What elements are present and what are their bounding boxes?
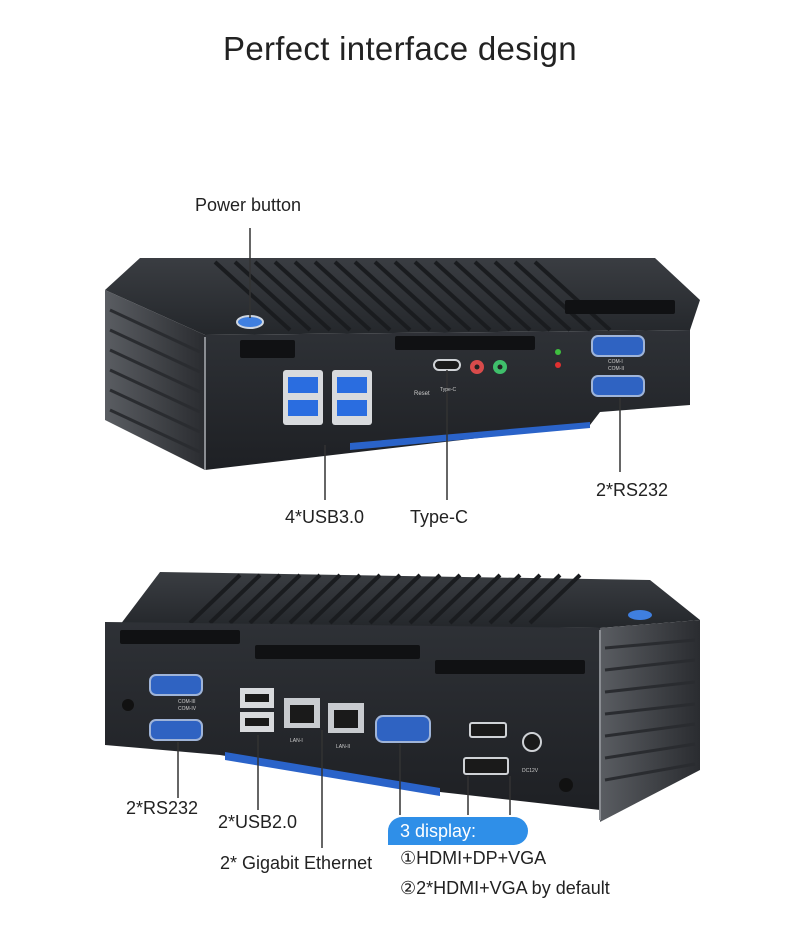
dc-label: DC12V (522, 768, 539, 774)
page-title: Perfect interface design (223, 30, 577, 67)
display-title-badge: 3 display: (388, 817, 528, 845)
front-heatsink-fins (213, 260, 612, 332)
rear-rs232-callout: 2*RS232 (126, 798, 199, 818)
type-c-callout: Type-C (410, 507, 469, 527)
front-com-ports (591, 335, 645, 397)
front-vents (240, 300, 675, 358)
lan-ports (284, 698, 364, 733)
usb2-ports (240, 688, 274, 732)
rear-power-button-icon (628, 610, 652, 620)
dp-port (463, 757, 509, 775)
lan1-label: LAN-I (290, 738, 303, 744)
hdd-led (555, 362, 561, 368)
usb2-callout: 2*USB2.0 (218, 812, 298, 832)
display-option-1: ①HDMI+DP+VGA (400, 848, 547, 868)
dc-jack (522, 732, 542, 752)
front-chassis-side (105, 290, 205, 470)
rear-chassis-top (120, 572, 700, 628)
usb3-ports (283, 370, 372, 425)
ethernet-callout: 2* Gigabit Ethernet (220, 853, 373, 873)
display-option-2: ②2*HDMI+VGA by default (400, 878, 610, 898)
hdmi-port (469, 722, 507, 738)
com4-label: COM-IV (178, 706, 197, 712)
front-rs232-callout: 2*RS232 (596, 480, 669, 500)
type-c-port-label: Type-C (440, 387, 457, 393)
front-callout-lines (249, 228, 621, 500)
rear-blue-trim (225, 752, 440, 796)
rear-chassis-side (600, 620, 700, 822)
power-led (555, 349, 561, 355)
rear-callout-lines (177, 730, 511, 848)
com3-label: COM-III (178, 699, 196, 705)
com1-label: COM-I (608, 359, 623, 365)
antenna-hole-right (559, 778, 573, 792)
power-button-callout: Power button (195, 195, 302, 215)
usb3-callout: 4*USB3.0 (285, 507, 365, 527)
reset-label: Reset (414, 391, 430, 397)
rear-com-ports (149, 674, 203, 741)
antenna-hole-left (122, 699, 134, 711)
com2-label: COM-II (608, 366, 625, 372)
lan2-label: LAN-II (336, 744, 351, 750)
vga-port (375, 715, 431, 743)
front-blue-trim (350, 422, 590, 450)
